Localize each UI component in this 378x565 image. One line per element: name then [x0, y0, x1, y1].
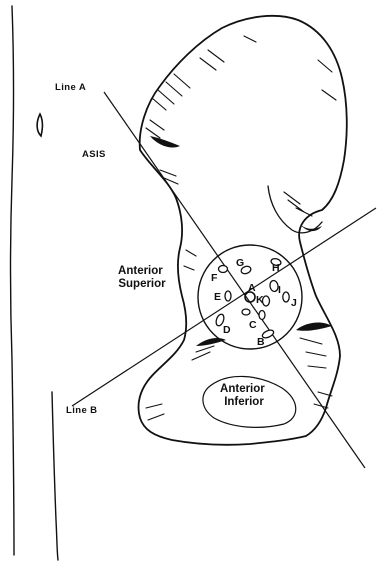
asis-label: ASIS: [82, 149, 106, 160]
line-b-label: Line B: [66, 405, 97, 416]
hole-c: [259, 311, 265, 320]
line-b: [72, 208, 376, 406]
point-g: G: [236, 257, 244, 269]
navel-mark: [37, 114, 42, 136]
line-a-label: Line A: [55, 82, 86, 93]
point-b: B: [257, 336, 265, 348]
point-k: K: [256, 294, 264, 306]
point-d: D: [223, 324, 231, 336]
point-j: J: [291, 297, 297, 309]
anterior-superior-line2: Superior: [118, 278, 166, 290]
point-c: C: [249, 319, 257, 331]
bone-accents: [150, 136, 332, 346]
point-f: F: [211, 272, 218, 284]
point-e: E: [214, 291, 221, 303]
hole-j: [283, 292, 289, 302]
bone-shading: [146, 36, 336, 420]
hole-extra: [242, 309, 250, 315]
anterior-superior-line1: Anterior: [118, 265, 163, 277]
anterior-inferior-line1: Anterior: [220, 383, 265, 395]
hole-e: [225, 291, 231, 301]
body-outline: [11, 6, 59, 560]
point-a: A: [248, 282, 256, 294]
point-h: H: [272, 262, 280, 274]
point-i: I: [278, 284, 281, 296]
hole-f: [219, 266, 228, 273]
anterior-inferior-line2: Inferior: [224, 396, 264, 408]
anterior-superior-label: Anterior Superior: [118, 265, 166, 290]
anterior-inferior-label: Anterior Inferior: [220, 383, 268, 408]
